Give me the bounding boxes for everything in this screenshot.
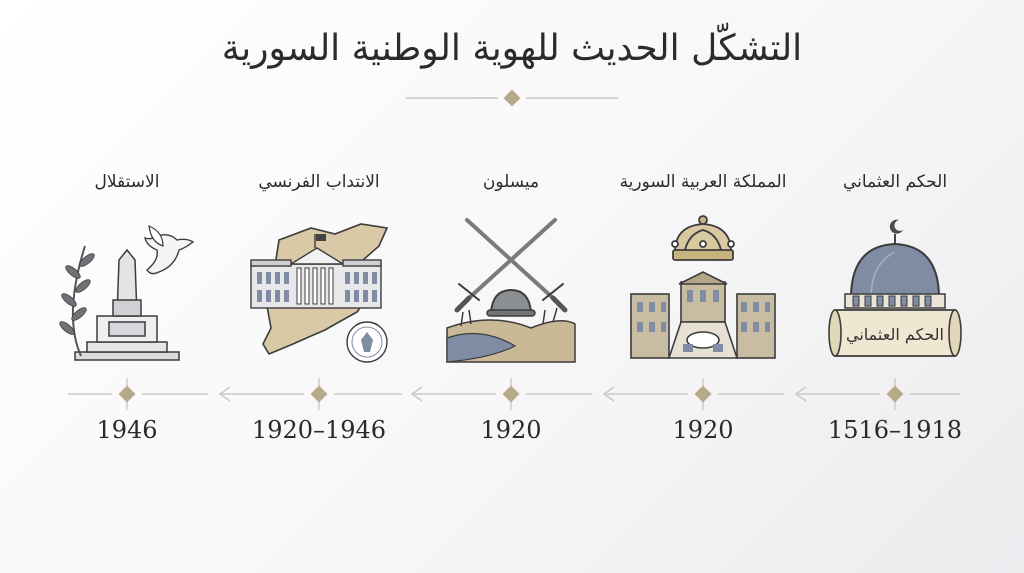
timeline-marker-independence — [118, 385, 136, 403]
ottoman-mosque-scroll-icon: الحكم العثماني — [828, 219, 962, 357]
stage-years-french-mandate: 1920–1946 — [251, 416, 387, 444]
page-title: التشكّل الحديث للهوية الوطنية السورية — [221, 28, 803, 69]
stage-label-arab-kingdom: المملكة العربية السورية — [619, 172, 787, 192]
stage-label-maysalun: ميسلون — [482, 172, 540, 192]
title-divider-ornament — [406, 89, 618, 107]
timeline-axis — [68, 378, 960, 410]
crown-palace-icon — [630, 215, 776, 359]
stage-years-ottoman: 1516–1918 — [827, 416, 963, 444]
crossed-swords-helmet-icon — [446, 218, 576, 363]
timeline-marker-french-mandate — [310, 385, 328, 403]
stage-label-independence: الاستقلال — [94, 172, 160, 192]
stage-years-arab-kingdom: 1920 — [672, 416, 734, 444]
stage-label-french-mandate: الانتداب الفرنسي — [258, 172, 380, 192]
monument-dove-olive-icon — [59, 225, 195, 361]
scroll-calligraphy: الحكم العثماني — [846, 325, 944, 345]
stage-years-independence: 1946 — [96, 416, 158, 444]
stage-years-maysalun: 1920 — [480, 416, 542, 444]
map-building-seal-icon — [250, 223, 389, 363]
timeline-marker-ottoman — [886, 385, 904, 403]
timeline-marker-maysalun — [502, 385, 520, 403]
timeline-marker-arab-kingdom — [694, 385, 712, 403]
stage-label-ottoman: الحكم العثماني — [842, 172, 948, 192]
